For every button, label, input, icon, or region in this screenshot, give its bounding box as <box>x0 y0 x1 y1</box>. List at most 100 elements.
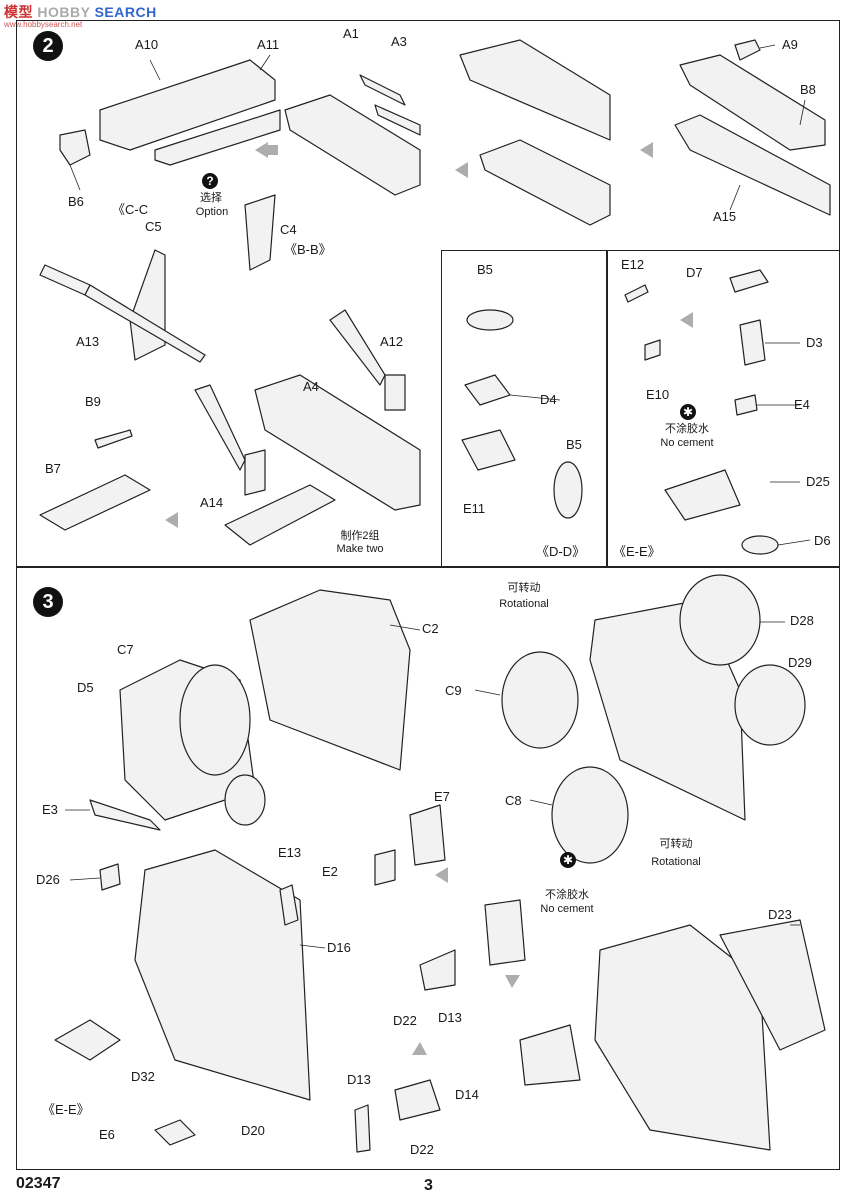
label-a3: A3 <box>391 34 407 49</box>
part-d13-lower <box>354 1104 371 1153</box>
label-a4: A4 <box>303 379 319 394</box>
label-d25: D25 <box>806 474 830 489</box>
part-e4 <box>734 394 758 416</box>
label-d22: D22 <box>393 1013 417 1028</box>
leader-c2 <box>389 624 421 631</box>
part-d4 <box>464 374 511 406</box>
part-a11-lower <box>154 109 281 166</box>
step3-panel <box>16 566 840 1170</box>
no-cement-cn-ee: 不涂胶水 <box>665 423 709 435</box>
label-d23: D23 <box>768 907 792 922</box>
arrow-ee <box>680 312 693 328</box>
arrow-step2-d <box>165 512 178 528</box>
label-d28: D28 <box>790 613 814 628</box>
leader-a15 <box>729 184 741 211</box>
label-b9: B9 <box>85 394 101 409</box>
part-a14-arm <box>194 384 246 471</box>
label-c4: C4 <box>280 222 297 237</box>
label-e12: E12 <box>621 257 645 272</box>
part-d3 <box>739 319 766 366</box>
no-cement-en-step3: No cement <box>540 903 594 915</box>
dd-subpanel <box>441 250 607 568</box>
label-b7: B7 <box>45 461 61 476</box>
part-a3 <box>374 104 421 136</box>
part-gear <box>224 774 266 826</box>
arrow-step2-c <box>640 142 653 158</box>
leader-a10 <box>149 59 161 81</box>
label-a10: A10 <box>135 37 159 52</box>
label-b6: B6 <box>68 194 84 209</box>
label-c7: C7 <box>117 642 134 657</box>
part-c7-ring <box>179 664 251 776</box>
part-c2-plate <box>249 589 411 771</box>
part-d6 <box>741 535 779 555</box>
part-d23 <box>719 919 826 1051</box>
part-c5-shield <box>129 249 166 361</box>
label-c5: C5 <box>145 219 162 234</box>
leader-c8 <box>529 799 553 806</box>
part-d22-lower <box>394 1079 441 1121</box>
label-a13: A13 <box>76 334 100 349</box>
option-en: Option <box>195 206 229 218</box>
part-b9 <box>94 429 133 449</box>
leader-a9 <box>759 44 776 49</box>
part-b6 <box>59 129 91 166</box>
part-d29 <box>734 664 806 746</box>
rotational-bottom-en: Rotational <box>651 856 701 868</box>
arrow-step2-b <box>455 162 468 178</box>
no-cement-cn-step3: 不涂胶水 <box>545 889 589 901</box>
part-c4-shield <box>244 194 276 271</box>
arrow-step3-c <box>412 1042 427 1055</box>
part-d14-assembly <box>519 1024 581 1086</box>
part-a13-barrel <box>84 284 206 363</box>
ee-subpanel <box>607 250 840 568</box>
part-d28 <box>679 574 761 666</box>
part-upper-housing <box>459 39 611 141</box>
leader-d26 <box>69 877 101 881</box>
rotational-bottom-cn: 可转动 <box>659 838 693 850</box>
no-cement-en-ee: No cement <box>660 437 714 449</box>
label-a12: A12 <box>380 334 404 349</box>
leader-c9 <box>474 689 501 696</box>
part-a12-plate <box>384 374 406 411</box>
part-e2 <box>374 849 396 886</box>
part-e12 <box>624 284 649 303</box>
no-glue-icon-step3: ✱ <box>560 852 576 868</box>
label-a1: A1 <box>343 26 359 41</box>
label-d13: D13 <box>438 1010 462 1025</box>
part-ee-assembly <box>54 1019 121 1061</box>
step-3-number: 3 <box>33 587 63 617</box>
label-d7: D7 <box>686 265 703 280</box>
label-d16: D16 <box>327 940 351 955</box>
label-d3: D3 <box>806 335 823 350</box>
label-bb: 《B-B》 <box>284 242 332 257</box>
make-two-cn: 制作2组 <box>340 530 380 542</box>
label-d4: D4 <box>540 392 557 407</box>
leader-a11 <box>259 54 271 71</box>
label-d22-lower: D22 <box>410 1142 434 1157</box>
part-e6 <box>154 1119 196 1146</box>
label-e11: E11 <box>463 501 486 516</box>
part-make-two <box>224 484 336 546</box>
watermark-url: www.hobbysearch.net <box>4 20 83 29</box>
part-mount <box>484 899 526 966</box>
part-lower-housing <box>479 139 611 226</box>
watermark-logo: 模型 HOBBY SEARCH <box>4 2 157 22</box>
arrow-step3-b <box>505 975 520 988</box>
label-d6: D6 <box>814 533 831 548</box>
label-c2: C2 <box>422 621 439 636</box>
part-d22 <box>419 949 456 991</box>
label-d5: D5 <box>77 680 94 695</box>
option-cn: 选择 <box>200 192 222 204</box>
label-e10: E10 <box>646 387 670 402</box>
part-a13-barrel-tip <box>39 264 91 296</box>
part-gun-body <box>254 374 421 511</box>
part-e-e-assembly <box>664 469 741 521</box>
label-a14: A14 <box>200 495 224 510</box>
label-e6: E6 <box>99 1127 115 1142</box>
label-ee: 《E-E》 <box>613 544 661 559</box>
watermark-cn: 模型 <box>4 4 33 20</box>
part-a9 <box>734 39 761 61</box>
part-e11 <box>461 429 516 471</box>
